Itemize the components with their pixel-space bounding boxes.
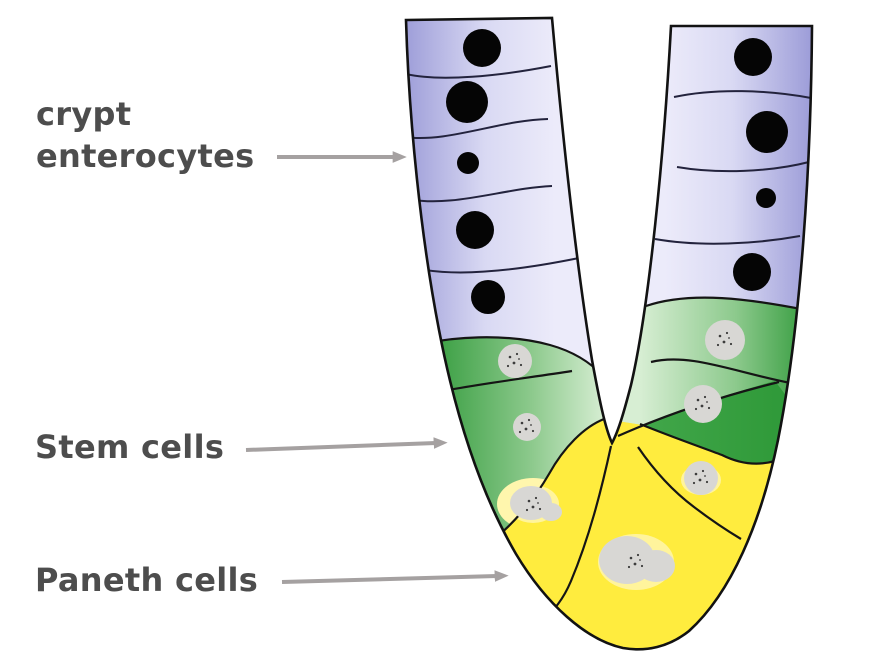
label-crypt-enterocytes-line2: enterocytes: [36, 137, 255, 175]
label-paneth-cells: Paneth cells: [35, 561, 259, 599]
label-stem-cells: Stem cells: [35, 428, 225, 466]
stem-cells-arrow-icon: [245, 437, 448, 452]
enterocyte-nuclei: [446, 29, 788, 314]
label-arrows: [245, 151, 509, 584]
enterocyte-cell-dividers: [406, 65, 812, 274]
label-crypt-enterocytes-line1: crypt: [36, 95, 132, 133]
label-crypt-enterocytes: crypt enterocytes: [36, 93, 254, 177]
paneth-cells-arrow-icon: [281, 570, 509, 584]
stem-paneth-nuclei: [498, 320, 745, 584]
